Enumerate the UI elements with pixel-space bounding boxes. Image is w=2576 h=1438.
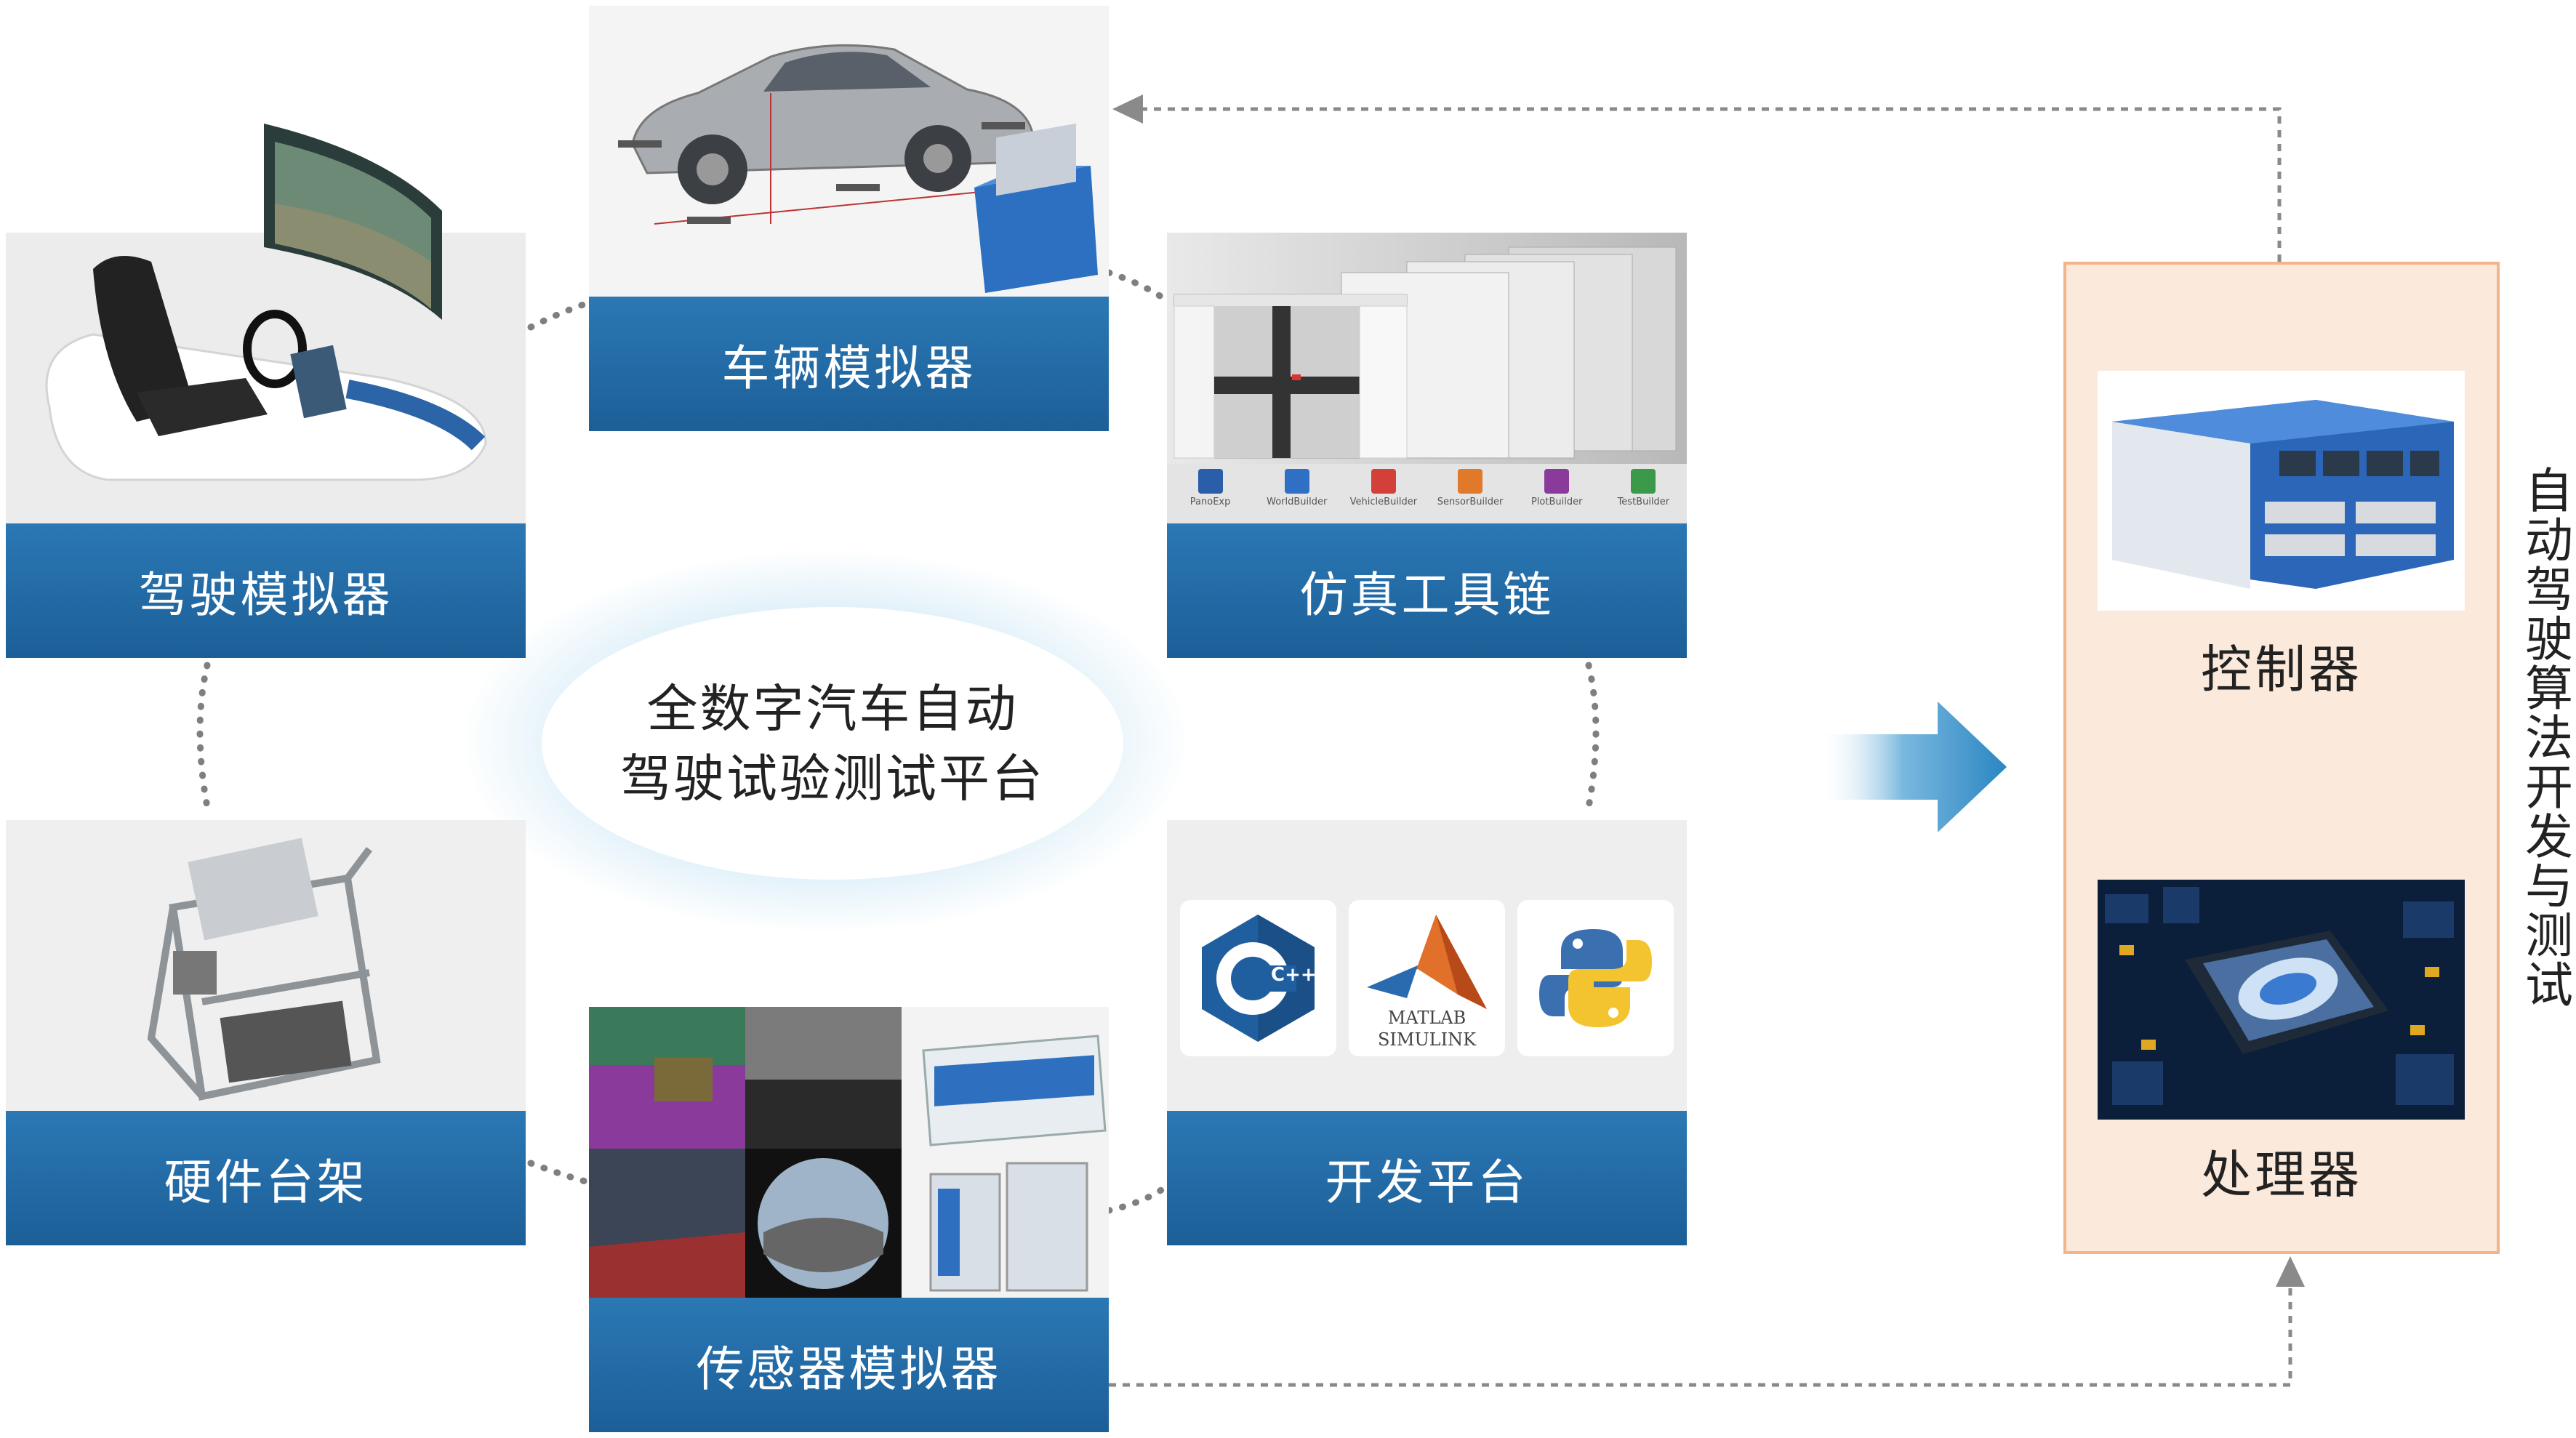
vehiclebuilder-tool: VehicleBuilder [1344, 469, 1424, 520]
worldbuilder-icon [1284, 469, 1309, 494]
processor-image [2098, 880, 2465, 1120]
plotbuilder-icon [1544, 469, 1570, 494]
driving-simulator-label: 驾驶模拟器 [6, 523, 526, 658]
hardware-rack-label: 硬件台架 [6, 1111, 526, 1245]
sensorbuilder-icon [1458, 469, 1483, 494]
worldbuilder-tool: WorldBuilder [1257, 469, 1337, 520]
vehicle-simulator-card [589, 6, 1109, 297]
sensor-simulator-card [589, 1007, 1109, 1298]
simulation-toolchain-label: 仿真工具链 [1167, 523, 1687, 658]
toolchain-screenshots-image [1167, 246, 1687, 523]
simulation-toolchain-card: PanoExp WorldBuilder VehicleBuilder Sens… [1167, 233, 1687, 523]
center-platform-oval: 全数字汽车自动 驾驶试验测试平台 [542, 607, 1123, 880]
bottom-arrowhead-up [2276, 1256, 2305, 1287]
plotbuilder-tool: PlotBuilder [1517, 469, 1597, 520]
feedback-arrowhead-left [1112, 95, 1143, 124]
cpp-logo-tile: C++ [1180, 900, 1336, 1056]
feedback-line-top [1141, 107, 2282, 262]
vehiclebuilder-label: VehicleBuilder [1349, 497, 1418, 507]
dots-hardware-to-sensor [527, 1160, 589, 1185]
driving-simulator-card [6, 124, 526, 523]
big-right-arrow [1818, 702, 2007, 832]
dev-platform-card: C++ MATLAB SIMULINK [1167, 820, 1687, 1111]
toolchain-icon-row: PanoExp WorldBuilder VehicleBuilder Sens… [1167, 469, 1687, 520]
panoexp-label: PanoExp [1189, 497, 1231, 507]
panoexp-tool: PanoExp [1171, 469, 1251, 520]
cpp-logo-icon [1202, 915, 1315, 1042]
simulink-text: SIMULINK [1377, 1029, 1477, 1050]
testbuilder-label: TestBuilder [1617, 497, 1670, 507]
processor-chip-icon [2105, 887, 2454, 1105]
vehiclebuilder-icon [1371, 469, 1396, 494]
vehicle-simulator-image [618, 44, 1098, 293]
sensor-simulator-image [589, 1007, 1107, 1298]
controller-label: 控制器 [2201, 640, 2362, 699]
controller-device-icon [2112, 400, 2454, 589]
plotbuilder-label: PlotBuilder [1530, 497, 1583, 507]
python-logo-tile [1517, 900, 1674, 1056]
worldbuilder-label: WorldBuilder [1267, 497, 1328, 507]
center-title-line2: 驾驶试验测试平台 [620, 748, 1045, 808]
processor-label: 处理器 [2201, 1145, 2362, 1205]
python-logo-icon [1539, 929, 1652, 1027]
dots-driving-to-hardware [196, 662, 211, 811]
testbuilder-icon [1631, 469, 1656, 494]
hardware-rack-card [6, 820, 526, 1111]
sensor-simulator-label: 传感器模拟器 [589, 1298, 1109, 1432]
dots-vehicle-to-toolchain [1105, 269, 1167, 302]
center-title-line1: 全数字汽车自动 [646, 678, 1019, 739]
testbuilder-tool: TestBuilder [1603, 469, 1683, 520]
matlab-text: MATLAB [1387, 1008, 1466, 1028]
panoexp-icon [1197, 469, 1223, 494]
dev-platform-label: 开发平台 [1167, 1111, 1687, 1245]
matlab-logo-icon [1367, 915, 1487, 1009]
matlab-simulink-logo-tile: MATLAB SIMULINK [1349, 900, 1505, 1056]
sensorbuilder-label: SensorBuilder [1437, 497, 1504, 507]
driving-simulator-image [45, 124, 487, 481]
dots-toolchain-to-dev [1585, 662, 1600, 811]
sensorbuilder-tool: SensorBuilder [1430, 469, 1510, 520]
algorithm-dev-test-caption: 自动驾驶算法开发与测试 [2517, 465, 2573, 1009]
feedback-line-bottom [1109, 1287, 2292, 1387]
vehicle-simulator-label: 车辆模拟器 [589, 297, 1109, 431]
dots-sensor-to-dev [1105, 1185, 1167, 1214]
dots-driving-to-vehicle [527, 300, 589, 331]
controller-image [2098, 371, 2465, 611]
dotted-connectors [196, 269, 1600, 1214]
hardware-rack-image [147, 838, 381, 1101]
cpp-logo-text: C++ [1271, 964, 1317, 986]
